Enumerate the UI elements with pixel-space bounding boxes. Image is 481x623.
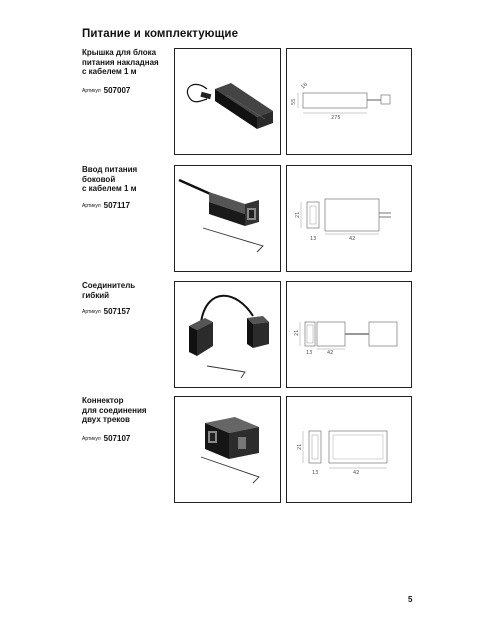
technical-drawing: 21 13 42: [286, 396, 412, 503]
product-row-track-connector: Коннектор для соединения двух треков Арт…: [0, 396, 481, 506]
dim-length: 42: [353, 470, 359, 476]
dim-height: 21: [297, 444, 303, 450]
dim-height: 21: [295, 212, 301, 218]
article-label: Артикул: [82, 203, 101, 209]
dim-height: 21: [294, 330, 300, 336]
product-name: Ввод питания боковой с кабелем 1 м: [82, 165, 138, 193]
dim-height: 55: [291, 99, 297, 105]
product-name: Крышка для блока питания накладная с каб…: [82, 48, 159, 76]
dim-length: 275: [331, 115, 341, 121]
product-photo: [174, 48, 281, 155]
product-row-side-power-input: Ввод питания боковой с кабелем 1 м Артик…: [0, 165, 481, 275]
page-title: Питание и комплектующие: [82, 28, 239, 40]
technical-drawing: 55 16 275: [286, 48, 412, 155]
product-name: Коннектор для соединения двух треков: [82, 396, 147, 424]
article-number: 507117: [103, 201, 130, 210]
article-number: 507007: [103, 86, 131, 95]
article-label: Артикул: [82, 309, 101, 315]
dim-length: 42: [349, 236, 355, 242]
page-number: 5: [408, 595, 413, 604]
technical-drawing: 21 13 42: [286, 165, 412, 272]
article-label: Артикул: [82, 88, 101, 94]
dim-length: 42: [327, 350, 333, 356]
technical-drawing: 21 13 42: [286, 281, 412, 388]
dim-width: 13: [312, 470, 318, 476]
dim-width: 13: [306, 350, 312, 356]
article-number: 507107: [103, 434, 131, 443]
product-photo: [174, 165, 281, 272]
product-photo: [174, 396, 281, 503]
product-photo: [174, 281, 281, 388]
product-row-cover: Крышка для блока питания накладная с каб…: [0, 48, 481, 158]
product-name: Соединитель гибкий: [82, 281, 136, 300]
article-number: 507157: [103, 307, 131, 316]
dim-depth: 16: [300, 82, 309, 91]
dim-width: 13: [310, 236, 316, 242]
article-label: Артикул: [82, 436, 101, 442]
